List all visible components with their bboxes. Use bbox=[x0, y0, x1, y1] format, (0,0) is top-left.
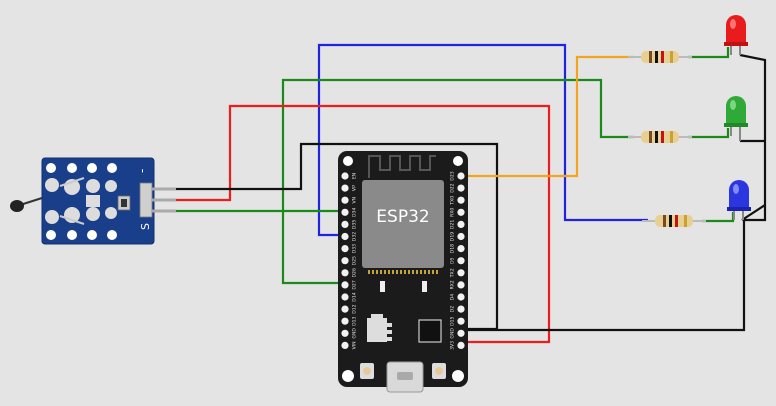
left-pin-vn[interactable] bbox=[341, 196, 349, 204]
left-pin-d12[interactable] bbox=[341, 305, 349, 313]
sensor-minus-label: - bbox=[135, 169, 149, 173]
right-pin-d2[interactable] bbox=[457, 305, 465, 313]
left-pin-label: D34 bbox=[352, 208, 358, 217]
right-pin-d5[interactable] bbox=[457, 257, 465, 265]
wire-green-blue-led[interactable] bbox=[702, 212, 735, 223]
left-pin-d35[interactable] bbox=[341, 220, 349, 228]
right-pin-label: TX0 bbox=[450, 196, 456, 206]
right-pin-label: D21 bbox=[450, 220, 456, 229]
right-pin-label: D5 bbox=[450, 257, 456, 264]
right-pin-label: D19 bbox=[450, 232, 456, 241]
right-pin-d4[interactable] bbox=[457, 293, 465, 301]
right-pin-label: 3V3 bbox=[450, 341, 456, 350]
wire-black-led-gnd[interactable] bbox=[462, 53, 767, 332]
right-pin-d15[interactable] bbox=[457, 317, 465, 325]
left-pin-label: D33 bbox=[352, 244, 358, 253]
left-pin-gnd[interactable] bbox=[341, 329, 349, 337]
resistor-green[interactable] bbox=[628, 131, 692, 143]
left-pin-d34[interactable] bbox=[341, 208, 349, 216]
right-pin-label: RX2 bbox=[450, 280, 456, 289]
right-pin-tx2[interactable] bbox=[457, 269, 465, 277]
right-pin-d23[interactable] bbox=[457, 172, 465, 180]
esp32-board[interactable]: ESP32 bbox=[338, 151, 468, 393]
right-pin-rx0[interactable] bbox=[457, 208, 465, 216]
left-pin-label: D27 bbox=[352, 280, 358, 289]
left-pin-label: D35 bbox=[352, 220, 358, 229]
left-pin-label: D12 bbox=[352, 304, 358, 313]
wire-orange[interactable] bbox=[462, 55, 634, 178]
right-pin-label: TX2 bbox=[450, 268, 456, 278]
left-pin-label: GND bbox=[352, 328, 358, 339]
left-pin-label: EN bbox=[352, 173, 358, 179]
resistor-red[interactable] bbox=[628, 51, 692, 63]
right-pin-gnd[interactable] bbox=[457, 329, 465, 337]
led-blue[interactable] bbox=[727, 180, 751, 220]
left-pin-d33[interactable] bbox=[341, 245, 349, 253]
left-pin-label: VN bbox=[352, 197, 358, 204]
right-pin-label: D15 bbox=[450, 316, 456, 325]
wire-red[interactable] bbox=[176, 104, 551, 344]
left-pin-label: D32 bbox=[352, 232, 358, 241]
right-pin-d22[interactable] bbox=[457, 184, 465, 192]
left-pin-d32[interactable] bbox=[341, 232, 349, 241]
wires bbox=[176, 43, 767, 344]
right-pin-d21[interactable] bbox=[457, 220, 465, 228]
left-pin-label: D13 bbox=[352, 316, 358, 325]
wire-green-led[interactable] bbox=[281, 78, 634, 285]
sensor-module[interactable]: S - bbox=[10, 157, 176, 245]
left-pin-vin[interactable] bbox=[341, 341, 349, 349]
thermistor-icon bbox=[10, 200, 24, 212]
left-pin-d14[interactable] bbox=[341, 293, 349, 301]
left-pin-label: D25 bbox=[352, 256, 358, 265]
right-pin-label: GND bbox=[450, 328, 456, 339]
left-pin-d26[interactable] bbox=[341, 269, 349, 277]
led-green[interactable] bbox=[724, 96, 748, 141]
left-pin-label: VIN bbox=[352, 341, 358, 349]
esp32-chip bbox=[362, 180, 444, 268]
wire-green-red-led[interactable] bbox=[688, 47, 730, 59]
usb-uart-chip bbox=[418, 319, 442, 343]
resistor-blue[interactable] bbox=[642, 215, 706, 227]
right-pin-label: D18 bbox=[450, 244, 456, 253]
sensor-s-label: S bbox=[139, 223, 152, 230]
right-pin-3v3[interactable] bbox=[457, 341, 465, 349]
wire-blue[interactable] bbox=[317, 43, 648, 237]
right-pin-label: D2 bbox=[450, 306, 456, 313]
left-pin-vp[interactable] bbox=[341, 184, 349, 192]
right-pin-tx0[interactable] bbox=[457, 196, 465, 204]
led-red[interactable] bbox=[724, 15, 748, 55]
right-pin-d18[interactable] bbox=[457, 245, 465, 253]
left-pin-label: D14 bbox=[352, 292, 358, 301]
right-pin-label: D23 bbox=[450, 171, 456, 180]
left-pin-d13[interactable] bbox=[341, 317, 349, 325]
left-pin-label: VP bbox=[352, 185, 358, 191]
right-pin-label: RX0 bbox=[450, 208, 456, 217]
voltage-regulator bbox=[367, 318, 387, 342]
right-pin-rx2[interactable] bbox=[457, 281, 465, 289]
left-pin-en[interactable] bbox=[341, 172, 349, 180]
right-pin-d19[interactable] bbox=[457, 232, 465, 241]
left-pin-d27[interactable] bbox=[341, 281, 349, 289]
left-pin-d25[interactable] bbox=[341, 257, 349, 265]
wire-green-green-led[interactable] bbox=[688, 128, 730, 139]
right-pin-label: D22 bbox=[450, 183, 456, 192]
left-pin-label: D26 bbox=[352, 268, 358, 277]
right-pin-label: D4 bbox=[450, 294, 456, 301]
chip-label: ESP32 bbox=[376, 207, 429, 227]
